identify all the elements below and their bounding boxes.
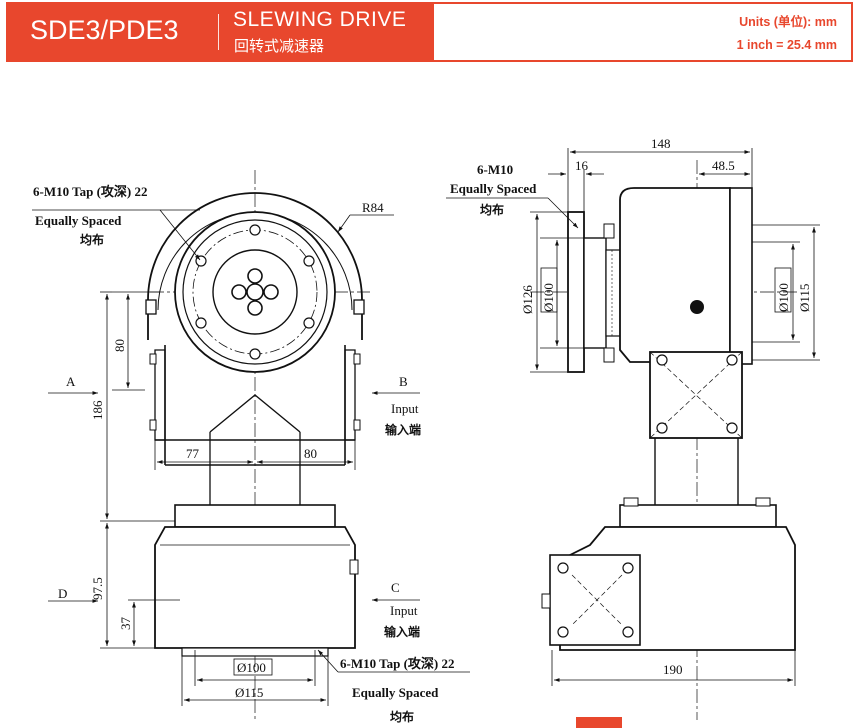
front-tap-label: 6-M10 Tap (攻深) 22 bbox=[33, 184, 147, 199]
gearbox-body bbox=[154, 526, 356, 649]
center-bolt bbox=[246, 283, 264, 301]
inch-conversion-line: 1 inch = 25.4 mm bbox=[736, 38, 837, 52]
model-name: SDE3/PDE3 bbox=[30, 15, 179, 45]
section-c-label: C bbox=[391, 580, 400, 595]
dim-48-5: 48.5 bbox=[712, 158, 735, 173]
dim-d100-right: Ø100 bbox=[776, 283, 791, 312]
front-view bbox=[32, 170, 470, 720]
side-housing bbox=[619, 187, 731, 363]
side-end-cap bbox=[729, 187, 753, 365]
dim-d100-front: Ø100 bbox=[237, 660, 266, 675]
dim-77: 77 bbox=[186, 446, 200, 461]
header-banner: SDE3/PDE3 SLEWING DRIVE 回转式减速器 Units (单位… bbox=[6, 2, 853, 62]
dim-37: 37 bbox=[118, 617, 133, 631]
hub-bolt-top bbox=[247, 268, 263, 284]
next-section-marker bbox=[576, 717, 622, 728]
dim-97-5: 97.5 bbox=[90, 577, 105, 600]
dim-186: 186 bbox=[90, 400, 105, 420]
front-spaced-zh-bottom: 均布 bbox=[390, 709, 414, 724]
product-title: SLEWING DRIVE bbox=[233, 8, 407, 31]
housing-outline-arc bbox=[147, 192, 363, 340]
hub-bolt-left bbox=[231, 284, 247, 300]
header-separator bbox=[218, 14, 219, 50]
section-b-label: B bbox=[399, 374, 408, 389]
hub-circle bbox=[212, 249, 298, 335]
input-b-label: Input bbox=[391, 401, 419, 416]
dim-d100-left: Ø100 bbox=[541, 283, 556, 312]
side-spaced-zh: 均布 bbox=[480, 202, 504, 217]
input-c-label: Input bbox=[390, 603, 418, 618]
hub-bolt-right bbox=[263, 284, 279, 300]
dim-d115-front: Ø115 bbox=[235, 685, 263, 700]
radius-r84-label: R84 bbox=[362, 200, 384, 215]
dim-d126: Ø126 bbox=[520, 285, 535, 314]
dim-80-vertical: 80 bbox=[112, 339, 127, 352]
dim-d115-side: Ø115 bbox=[797, 284, 812, 312]
slewing-ring-inner bbox=[182, 219, 328, 365]
housing-bolt-right bbox=[353, 299, 365, 315]
product-title-zh: 回转式减速器 bbox=[234, 37, 325, 55]
units-note: Units (单位): mm 1 inch = 25.4 mm bbox=[737, 11, 837, 57]
dim-80-horizontal: 80 bbox=[304, 446, 317, 461]
side-view-labels: 6-M10 Equally Spaced 均布 148 16 48.5 Ø126… bbox=[450, 136, 812, 677]
housing-bolt-left bbox=[145, 299, 157, 315]
side-tap-label: 6-M10 bbox=[477, 162, 513, 177]
dim-148: 148 bbox=[651, 136, 671, 151]
side-spaced-label: Equally Spaced bbox=[450, 181, 537, 196]
dim-190: 190 bbox=[663, 662, 683, 677]
adaptor-flange bbox=[174, 504, 336, 528]
hub-bolt-bottom bbox=[247, 300, 263, 316]
front-spaced-zh: 均布 bbox=[80, 232, 104, 247]
dim-16: 16 bbox=[575, 158, 589, 173]
front-spaced-label-bottom: Equally Spaced bbox=[352, 685, 439, 700]
front-spaced-label: Equally Spaced bbox=[35, 213, 122, 228]
front-tap-label-bottom: 6-M10 Tap (攻深) 22 bbox=[340, 656, 454, 671]
input-b-zh: 输入端 bbox=[385, 422, 421, 437]
ring-hub bbox=[583, 237, 607, 349]
section-a-label: A bbox=[66, 374, 76, 389]
input-c-zh: 输入端 bbox=[384, 624, 420, 639]
front-view-labels: 6-M10 Tap (攻深) 22 Equally Spaced 均布 R84 … bbox=[33, 184, 454, 724]
section-d-label: D bbox=[58, 586, 67, 601]
header-title-block: SDE3/PDE3 SLEWING DRIVE 回转式减速器 bbox=[8, 4, 434, 60]
units-line: Units (单位): mm bbox=[739, 15, 837, 29]
grease-plug bbox=[690, 300, 704, 314]
side-view bbox=[446, 148, 820, 720]
